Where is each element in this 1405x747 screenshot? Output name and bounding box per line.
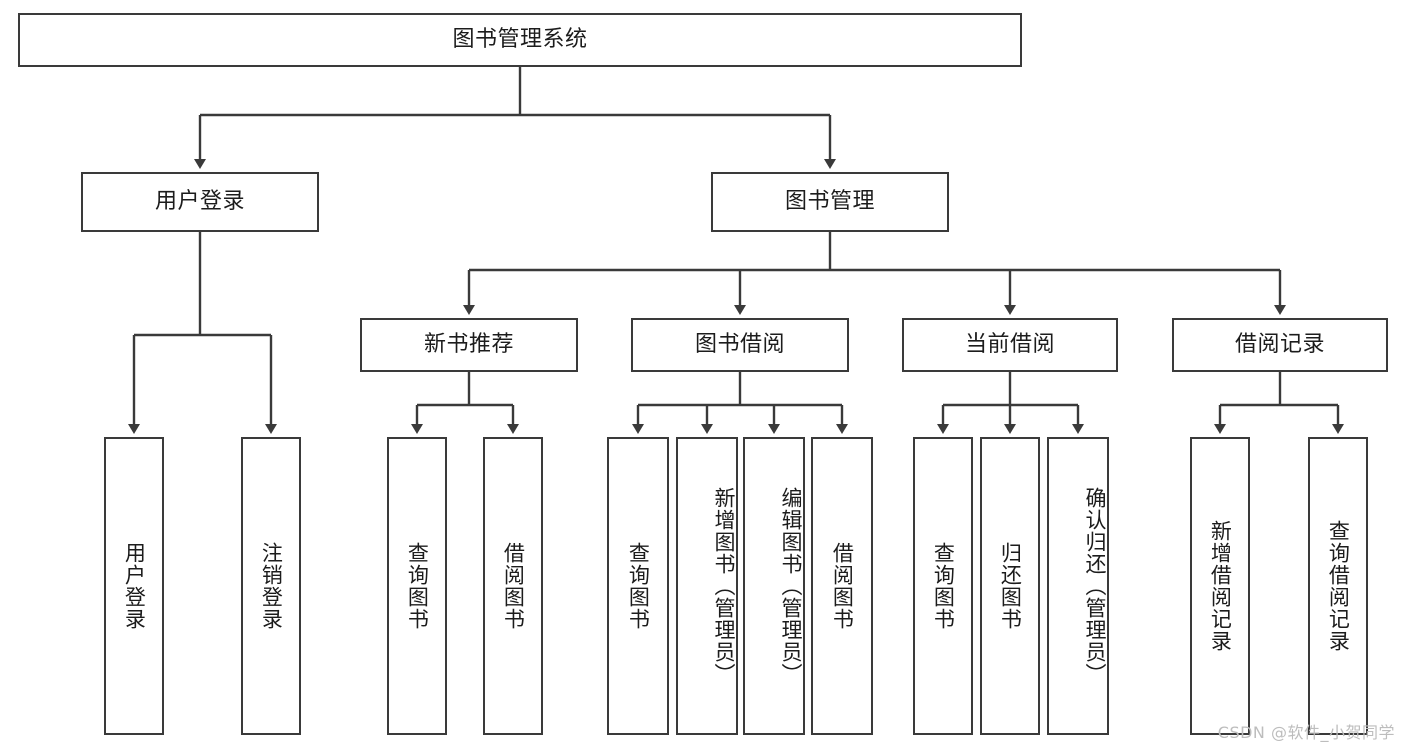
node-leaf-confirm-return-admin[interactable]: 确认归还（管理员） bbox=[1047, 437, 1109, 735]
node-leaf-edit-book-admin[interactable]: 编辑图书（管理员） bbox=[743, 437, 805, 735]
node-leaf-return-book-label: 归还图书 bbox=[998, 542, 1023, 630]
node-leaf-user-login-label: 用户登录 bbox=[122, 542, 147, 630]
node-leaf-add-borrow-record-label: 新增借阅记录 bbox=[1208, 520, 1233, 652]
node-current-borrow[interactable]: 当前借阅 bbox=[902, 318, 1118, 372]
node-leaf-query-book-3[interactable]: 查询图书 bbox=[913, 437, 973, 735]
node-current-borrow-label: 当前借阅 bbox=[964, 332, 1055, 358]
node-leaf-borrow-book-2[interactable]: 借阅图书 bbox=[811, 437, 873, 735]
node-leaf-user-login[interactable]: 用户登录 bbox=[104, 437, 164, 735]
node-book-borrow-label: 图书借阅 bbox=[694, 332, 785, 358]
node-new-book-recommend-label: 新书推荐 bbox=[423, 332, 514, 358]
node-leaf-logout-login[interactable]: 注销登录 bbox=[241, 437, 301, 735]
node-leaf-query-book-1-label: 查询图书 bbox=[405, 542, 430, 630]
node-user-login-label: 用户登录 bbox=[154, 189, 245, 215]
node-leaf-logout-login-label: 注销登录 bbox=[259, 542, 284, 630]
node-leaf-edit-book-admin-label: 编辑图书（管理员） bbox=[779, 487, 803, 685]
node-leaf-add-book-admin-label: 新增图书（管理员） bbox=[712, 487, 736, 685]
node-leaf-borrow-book-2-label: 借阅图书 bbox=[830, 542, 855, 630]
node-leaf-query-book-1[interactable]: 查询图书 bbox=[387, 437, 447, 735]
node-book-borrow[interactable]: 图书借阅 bbox=[631, 318, 849, 372]
watermark: CSDN @软件_小贺同学 bbox=[1217, 723, 1395, 742]
node-leaf-query-borrow-record[interactable]: 查询借阅记录 bbox=[1308, 437, 1368, 735]
node-leaf-borrow-book-1[interactable]: 借阅图书 bbox=[483, 437, 543, 735]
node-root[interactable]: 图书管理系统 bbox=[18, 13, 1022, 67]
node-book-manage-label: 图书管理 bbox=[784, 189, 875, 215]
node-leaf-add-book-admin[interactable]: 新增图书（管理员） bbox=[676, 437, 738, 735]
node-leaf-borrow-book-1-label: 借阅图书 bbox=[501, 542, 526, 630]
node-book-manage[interactable]: 图书管理 bbox=[711, 172, 949, 232]
node-borrow-record[interactable]: 借阅记录 bbox=[1172, 318, 1388, 372]
node-new-book-recommend[interactable]: 新书推荐 bbox=[360, 318, 578, 372]
node-root-label: 图书管理系统 bbox=[452, 27, 588, 53]
node-leaf-query-book-3-label: 查询图书 bbox=[931, 542, 956, 630]
node-leaf-return-book[interactable]: 归还图书 bbox=[980, 437, 1040, 735]
node-leaf-add-borrow-record[interactable]: 新增借阅记录 bbox=[1190, 437, 1250, 735]
node-leaf-query-book-2-label: 查询图书 bbox=[626, 542, 651, 630]
node-leaf-query-book-2[interactable]: 查询图书 bbox=[607, 437, 669, 735]
node-leaf-query-borrow-record-label: 查询借阅记录 bbox=[1326, 520, 1351, 652]
node-borrow-record-label: 借阅记录 bbox=[1234, 332, 1325, 358]
node-user-login[interactable]: 用户登录 bbox=[81, 172, 319, 232]
node-leaf-confirm-return-admin-label: 确认归还（管理员） bbox=[1083, 487, 1107, 685]
